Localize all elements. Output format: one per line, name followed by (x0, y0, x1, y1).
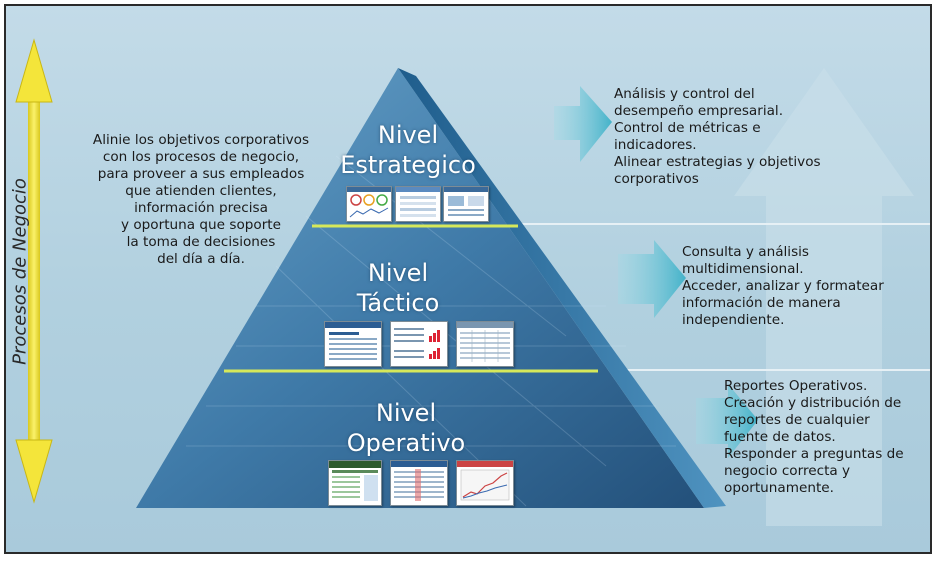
description-operativo: Reportes Operativos. Creación y distribu… (724, 378, 904, 496)
level-title-line2: Estrategico (340, 151, 476, 179)
description-tactico: Consulta y análisis multidimensional. Ac… (682, 244, 884, 328)
level-title-line1: Nivel (377, 121, 439, 149)
level-title-operativo: Nivel Operativo (326, 398, 486, 458)
level-title-line1: Nivel (375, 399, 437, 427)
thumbnail-dashboard-gauges (346, 186, 392, 222)
thumbnail-data-grid (456, 321, 514, 367)
double-arrow-shaft (28, 82, 40, 468)
arrow-estrategico (554, 86, 612, 162)
description-estrategico: Análisis y control del desempeño empresa… (614, 86, 821, 187)
arrow-operativo (696, 384, 758, 458)
thumbnail-line-chart-report (456, 460, 514, 506)
level-title-tactico: Nivel Táctico (318, 258, 478, 318)
level-title-estrategico: Nivel Estrategico (328, 120, 488, 180)
thumbnail-table-report (324, 321, 382, 367)
double-arrow-up-head (15, 38, 53, 103)
axis-label-procesos: Procesos de Negocio (9, 178, 31, 365)
pyramid-front-face (136, 68, 704, 508)
pyramid-side-face (398, 68, 726, 508)
thumbnail-list-report (390, 460, 448, 506)
level-title-line1: Nivel (367, 259, 429, 287)
thumbnail-report-chart (443, 186, 489, 222)
double-arrow-down-head (15, 439, 53, 504)
left-description: Alinie los objetivos corporativos con lo… (92, 132, 310, 267)
diagram-frame: Procesos de Negocio Alinie los objetivos… (4, 4, 932, 554)
arrow-tactico (618, 240, 686, 318)
level-title-line2: Táctico (356, 289, 440, 317)
thumbnail-report-grid (395, 186, 441, 222)
level-title-line2: Operativo (346, 429, 466, 457)
thumbnail-spreadsheet-report (328, 460, 382, 506)
thumbnail-bar-report (390, 321, 448, 367)
background-arrow-shape (734, 68, 914, 526)
